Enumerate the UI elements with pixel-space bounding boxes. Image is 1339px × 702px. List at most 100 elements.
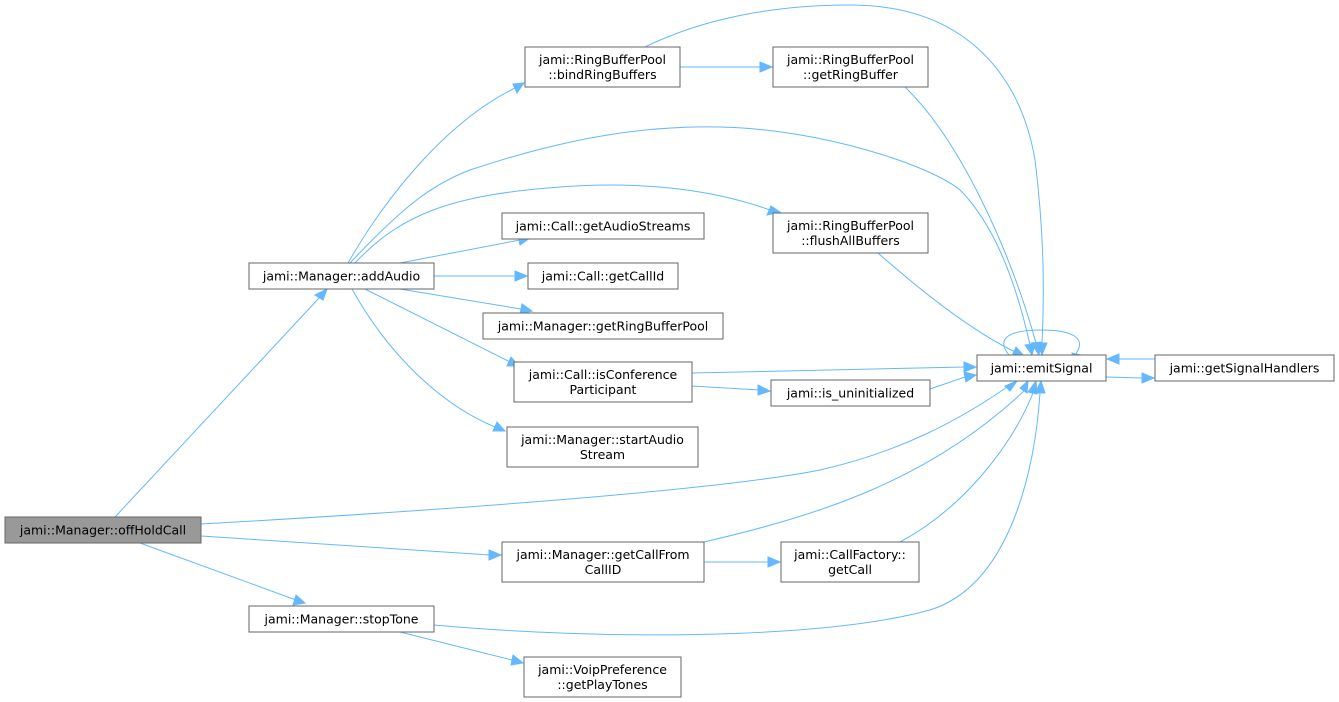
edge-arrowhead (1030, 341, 1042, 357)
edge-arrowhead (767, 556, 782, 568)
edge-line (347, 87, 516, 264)
node-is_uninitialized[interactable]: jami::is_uninitialized (770, 379, 931, 407)
edge-line (364, 288, 511, 363)
node-box (506, 426, 699, 468)
node-label: jami::Call::getAudioStreams (515, 219, 691, 234)
edge-arrowhead (1019, 379, 1029, 394)
edge-offHoldCall-to-getCallFromCallID (200, 535, 503, 561)
node-getRingBuffer[interactable]: jami::RingBufferPool::getRingBuffer (772, 46, 929, 88)
edge-arrowhead (1105, 353, 1120, 365)
node-getPlayTones[interactable]: jami::VoipPreference::getPlayTones (523, 656, 682, 698)
node-label: jami::Manager::getRingBufferPool (497, 319, 709, 334)
edge-is_uninitialized-to-emitSignal (929, 371, 978, 390)
node-bindRingBuffers[interactable]: jami::RingBufferPool::bindRingBuffers (524, 46, 681, 88)
edge-addAudio-to-emitSignal (349, 126, 1036, 357)
edge-line (399, 239, 521, 264)
edge-getCall-to-emitSignal (899, 379, 1038, 543)
edge-stopTone-to-getPlayTones (399, 631, 525, 666)
node-getSignalHandlers[interactable]: jami::getSignalHandlers (1154, 354, 1335, 382)
node-box (524, 46, 681, 88)
node-box (501, 212, 705, 240)
edge-line (691, 366, 966, 374)
edge-isConferenceParticipant-to-is_uninitialized (691, 384, 772, 396)
edge-arrowhead (1141, 372, 1156, 384)
node-box (4, 516, 202, 544)
edge-line (703, 389, 1026, 543)
node-label: jami::emitSignal (990, 361, 1093, 376)
node-stopTone[interactable]: jami::Manager::stopTone (248, 605, 435, 633)
edge-offHoldCall-to-stopTone (139, 542, 307, 606)
node-box (482, 312, 724, 340)
edge-arrowhead (488, 549, 503, 561)
edge-line (349, 126, 1031, 346)
node-label: jami::CallFactory:: (793, 547, 906, 562)
edge-line (139, 542, 297, 601)
edge-line (354, 184, 771, 264)
edge-arrowhead (963, 371, 978, 383)
node-addAudio[interactable]: jami::Manager::addAudio (248, 262, 435, 290)
edge-arrowhead (1004, 379, 1019, 392)
edge-line (691, 385, 760, 391)
node-flushAllBuffers[interactable]: jami::RingBufferPool::flushAllBuffers (772, 212, 929, 254)
node-label: jami::Call::getCallId (541, 269, 664, 284)
node-getCall[interactable]: jami::CallFactory::getCall (780, 541, 920, 583)
node-box (976, 354, 1107, 382)
node-label: jami::Manager::startAudio (520, 432, 684, 447)
edge-emitSignal-to-getSignalHandlers (1105, 372, 1156, 384)
edge-addAudio-to-startAudioStream (351, 288, 507, 432)
node-label: jami::VoipPreference (537, 662, 667, 677)
edge-offHoldCall-to-addAudio (114, 287, 328, 518)
node-box (248, 262, 435, 290)
edge-arrowhead (1027, 379, 1038, 395)
edge-line (200, 535, 491, 556)
edge-line (433, 392, 1041, 636)
node-box (523, 656, 682, 698)
edge-line (1003, 329, 1081, 356)
node-emitSignal[interactable]: jami::emitSignal (976, 354, 1107, 382)
edge-addAudio-to-bindRingBuffers (347, 82, 526, 264)
node-box (1154, 354, 1335, 382)
edge-line (899, 392, 1034, 543)
edge-arrowhead (963, 361, 978, 373)
edge-stopTone-to-emitSignal (433, 379, 1046, 636)
edge-line (351, 288, 496, 428)
edge-line (1105, 376, 1144, 379)
node-getAudioStreams[interactable]: jami::Call::getAudioStreams (501, 212, 705, 240)
node-box (501, 541, 705, 583)
edge-addAudio-to-getCallId (434, 270, 529, 282)
node-offHoldCall: jami::Manager::offHoldCall (4, 516, 202, 544)
edge-line (877, 252, 1016, 353)
edges-layer (114, 4, 1156, 666)
node-label: jami::Manager::addAudio (262, 269, 420, 284)
edge-arrowhead (757, 384, 772, 396)
node-label: jami::Call::isConference (528, 367, 678, 382)
edge-getRingBuffer-to-emitSignal (904, 86, 1042, 357)
edge-flushAllBuffers-to-emitSignal (877, 252, 1026, 357)
edge-arrowhead (313, 287, 328, 301)
node-getCallId[interactable]: jami::Call::getCallId (527, 262, 679, 290)
node-label: ::bindRingBuffers (548, 67, 656, 82)
edge-getCallFromCallID-to-getCall (704, 556, 782, 568)
node-label: jami::Manager::getCallFrom (515, 547, 689, 562)
node-getRingBufferPool[interactable]: jami::Manager::getRingBufferPool (482, 312, 724, 340)
edge-arrowhead (759, 61, 774, 73)
node-label: jami::RingBufferPool (538, 52, 666, 67)
node-label: getCall (828, 562, 872, 577)
node-label: jami::is_uninitialized (786, 386, 914, 401)
nodes-layer: jami::Manager::offHoldCalljami::Manager:… (4, 46, 1335, 698)
edge-line (644, 4, 1044, 344)
node-label: jami::Manager::offHoldCall (19, 523, 186, 538)
edge-offHoldCall-to-emitSignal (200, 379, 1019, 525)
edge-line (904, 86, 1037, 344)
node-label: Participant (570, 382, 637, 397)
node-label: jami::Manager::stopTone (264, 612, 419, 627)
edge-arrowhead (514, 270, 529, 282)
edge-line (114, 296, 321, 518)
edge-arrowhead (292, 594, 307, 606)
node-label: jami::RingBufferPool (786, 218, 914, 233)
node-label: ::getRingBuffer (803, 67, 899, 82)
